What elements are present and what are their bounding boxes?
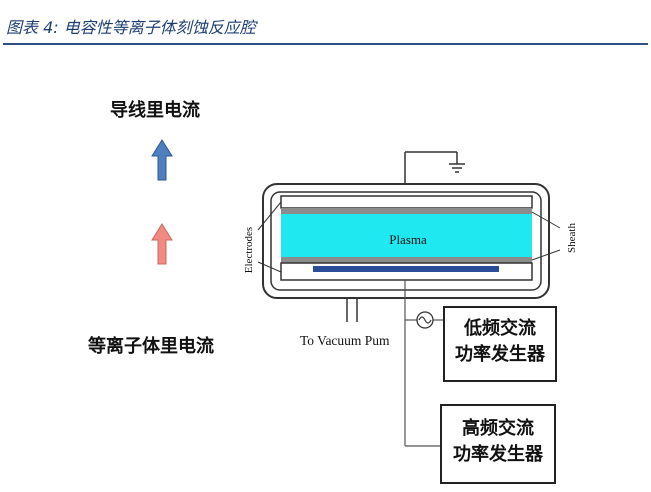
wire-current-label: 导线里电流 bbox=[110, 100, 200, 121]
chamber-inner bbox=[270, 191, 542, 291]
electrodes-label: Electrodes bbox=[243, 227, 255, 273]
vacuum-label: To Vacuum Pum bbox=[300, 333, 390, 348]
sheath-label: Sheath bbox=[566, 223, 578, 253]
lf-generator-box: 低频交流 功率发生器 bbox=[443, 306, 557, 382]
lf-generator-line2: 功率发生器 bbox=[455, 344, 545, 365]
plasma-current-label: 等离子体里电流 bbox=[88, 336, 214, 357]
hf-generator-line1: 高频交流 bbox=[462, 418, 534, 439]
title-divider bbox=[3, 43, 648, 45]
ground-icon bbox=[449, 163, 465, 173]
wafer bbox=[313, 266, 499, 272]
figure-title: 图表 4: 电容性等离子体刻蚀反应腔 bbox=[6, 18, 256, 37]
hf-generator-box: 高频交流 功率发生器 bbox=[440, 404, 556, 484]
plasma-current-arrow-icon bbox=[151, 223, 173, 265]
wire-current-arrow-icon bbox=[151, 139, 173, 181]
hf-generator-line2: 功率发生器 bbox=[453, 444, 543, 465]
bottom-sheath bbox=[281, 257, 532, 263]
plasma-label: Plasma bbox=[389, 232, 427, 247]
plasma-region bbox=[281, 214, 532, 257]
ac-source-icon bbox=[416, 311, 434, 329]
top-electrode bbox=[280, 195, 533, 209]
lf-generator-line1: 低频交流 bbox=[464, 318, 536, 339]
top-sheath bbox=[281, 208, 532, 214]
